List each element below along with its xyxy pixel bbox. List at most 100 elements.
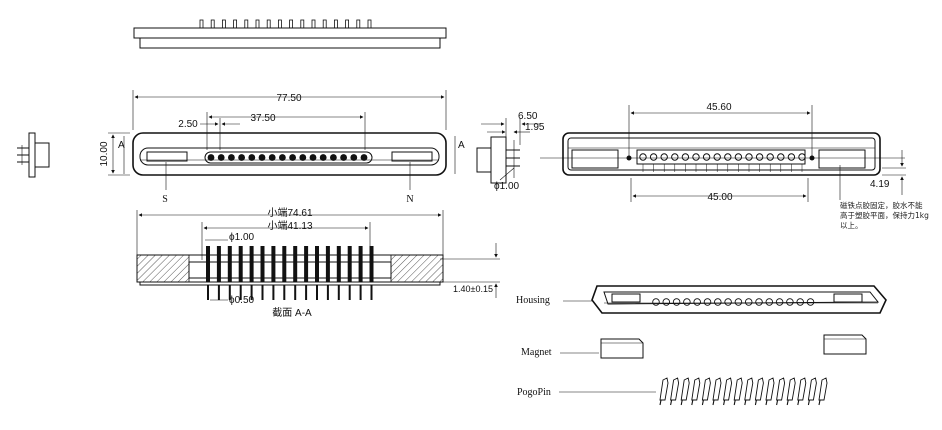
top-elevation-view [133,19,447,49]
pin-contact [207,154,215,161]
section-pin-row [206,246,374,300]
pogo-pin [691,377,701,401]
pogo-pin [776,377,786,401]
pogo-pin-tip [754,399,757,406]
pin-top [221,19,226,29]
left-side-view [17,132,50,178]
pin-pad [745,153,753,161]
pogo-pin-tip [744,399,747,406]
housing-pin-hole [724,298,732,306]
pin-pad [777,153,785,161]
pogo-pin-tip [776,399,779,406]
pin-tail [250,285,253,300]
bottom-pin-row [639,153,806,172]
front-view: 77.50 37.50 2.50 10.00 A A S N [99,90,465,205]
dim-section-inner: 小端41.13 [267,219,312,232]
housing-pin-hole [734,298,743,306]
glue-note-line-2: 高于塑胶平面，保持力1kg [840,210,929,220]
housing-pin-hole [714,298,722,306]
pin-contact [289,154,296,161]
pin-pad [724,153,732,161]
pogo-pin-tip [723,399,726,406]
pin-section [315,246,319,282]
housing-pin-hole [662,298,671,306]
right-side-view: 6.50 1.95 ϕ1.00 [476,111,545,192]
pin-section [336,246,341,282]
pin-tail [305,285,308,300]
pin-contact [238,154,246,161]
pin-contact [319,154,327,161]
pin-section [347,246,352,282]
top-pin-row [199,19,372,29]
dim-section-outer: 小端74.61 [267,206,312,219]
pin-tail [326,285,329,300]
pogo-pin-tip [691,399,694,406]
dim-side-depth: 1.95 [525,122,545,133]
pogo-pin [701,377,711,401]
pin-contact [268,154,276,161]
pin-contact [350,154,358,161]
pogo-pin [744,377,754,401]
housing-pin-hole [806,298,815,306]
pin-top [300,19,305,29]
pin-section [293,246,298,282]
pogo-pin [733,377,743,401]
pin-top [356,19,361,29]
dim-pin-top-diameter: ϕ1.00 [229,232,255,243]
housing-pin-hole [703,298,712,306]
pin-contact [279,154,286,161]
glue-note-line-3: 以上。 [840,221,863,230]
dim-pin-bottom-diameter: ϕ0.50 [229,295,255,306]
pin-tail [316,285,318,300]
pin-pad [713,153,721,161]
pogo-pin [659,377,669,401]
dim-height: 10.00 [99,141,110,166]
section-title: 截面 A-A [272,306,312,319]
pin-section [249,246,254,282]
pogo-pin-tip [701,399,704,406]
pin-section [216,246,221,282]
pin-section [206,246,210,282]
dim-pin-span: 37.50 [250,113,275,124]
pogo-pin [712,377,722,401]
housing-pin-hole [796,298,804,306]
pogo-pin [680,377,690,401]
dim-section-height: 1.40±0.15 [453,284,493,294]
pin-tail [337,285,340,300]
pin-contact [340,154,347,161]
pin-top [233,19,238,29]
pin-pad [649,153,658,161]
pogo-pin-tip [765,399,768,406]
pogo-pin-row [659,377,828,406]
pin-pad [671,153,679,161]
pogo-pin-tip [680,399,683,406]
pogo-pin [670,377,680,401]
label-magnet: Magnet [521,347,552,358]
dim-offset: 4.19 [870,179,890,190]
pogo-pin [807,377,817,401]
pogo-pin [723,377,733,401]
pin-section [238,246,243,282]
housing-pin-hole [744,298,753,306]
housing-pin-row [652,298,815,306]
dim-pin-pitch: 2.50 [178,119,198,130]
pin-section [358,246,363,282]
pogo-pin [765,377,775,401]
pin-tail [217,285,220,300]
housing-pin-hole [693,298,701,306]
dim-pin-spread: 45.00 [707,192,732,203]
pin-top [289,19,294,29]
pogo-pin-tip [712,399,715,406]
pin-pad [766,153,774,161]
pin-section [227,246,232,282]
pin-tail [261,285,264,300]
pin-pad [702,153,711,161]
pin-top [199,19,204,29]
label-housing: Housing [516,295,550,306]
pogo-pin [786,377,796,401]
pin-top [277,19,282,29]
label-s: S [162,194,168,205]
pin-section [369,246,374,282]
pin-pad [798,153,806,161]
